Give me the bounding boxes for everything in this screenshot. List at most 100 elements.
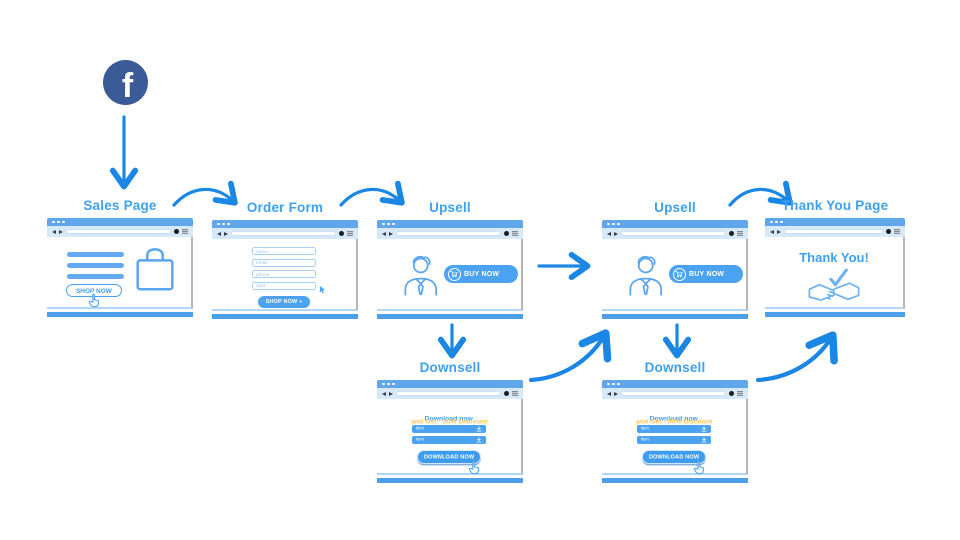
page-title: Downsell bbox=[419, 360, 481, 375]
address-bar[interactable] bbox=[396, 390, 501, 397]
browser-window-sales: SHOP NOW bbox=[47, 218, 193, 317]
window-titlebar bbox=[212, 220, 358, 228]
menu-icon[interactable] bbox=[347, 230, 353, 237]
page-content: Download now and Get - 30% Discount item… bbox=[602, 399, 748, 475]
window-dots-icon bbox=[770, 220, 773, 224]
window-titlebar bbox=[602, 380, 748, 388]
text-placeholder-lines bbox=[67, 252, 124, 285]
download-items: item item bbox=[377, 425, 521, 444]
step-downsell-1: Downsell Download now and Get - 30% Disc… bbox=[377, 360, 523, 483]
download-item-row[interactable]: item bbox=[637, 425, 711, 433]
window-titlebar bbox=[47, 218, 193, 226]
download-items: item item bbox=[602, 425, 746, 444]
download-now-button[interactable]: DOWNLOAD NOW bbox=[642, 449, 706, 464]
page-title: Order Form bbox=[246, 200, 324, 215]
menu-icon[interactable] bbox=[182, 228, 188, 235]
facebook-icon[interactable]: f bbox=[103, 60, 148, 105]
page-title: Upsell bbox=[654, 200, 696, 215]
page-title: Upsell bbox=[429, 200, 471, 215]
order-fields: name email phone card bbox=[212, 239, 356, 290]
customer-icon bbox=[404, 255, 438, 296]
arrow-downsell1-to-upsell2 bbox=[528, 329, 612, 383]
page-content: Download now and Get - 30% Discount item… bbox=[377, 399, 523, 475]
address-bar[interactable] bbox=[66, 228, 171, 235]
page-content: BUY NOW bbox=[377, 239, 523, 311]
download-icon bbox=[476, 436, 482, 443]
page-footer bbox=[602, 478, 748, 483]
browser-window-order: name email phone card SHOP NOW » bbox=[212, 220, 358, 319]
profile-dot-icon bbox=[504, 231, 509, 236]
download-item-row[interactable]: item bbox=[412, 436, 486, 444]
page-title: Thank You Page bbox=[781, 198, 889, 213]
browser-toolbar bbox=[765, 226, 905, 237]
step-upsell-1: Upsell bbox=[377, 200, 523, 319]
customer-icon bbox=[629, 255, 663, 296]
back-icon[interactable] bbox=[52, 229, 56, 234]
back-icon[interactable] bbox=[770, 229, 774, 234]
phone-field[interactable]: phone bbox=[252, 270, 316, 278]
step-sales-page: Sales Page bbox=[47, 198, 193, 317]
browser-toolbar bbox=[377, 388, 523, 399]
address-bar[interactable] bbox=[784, 228, 883, 235]
shopping-bag-icon bbox=[136, 248, 174, 291]
profile-dot-icon bbox=[729, 391, 734, 396]
step-thank-you: Thank You Page Thank You! bbox=[765, 198, 905, 317]
back-icon[interactable] bbox=[382, 391, 386, 396]
download-item-row[interactable]: item bbox=[412, 425, 486, 433]
browser-window-upsell-1: BUY NOW bbox=[377, 220, 523, 319]
download-icon bbox=[701, 425, 707, 432]
download-icon bbox=[701, 436, 707, 443]
address-bar[interactable] bbox=[231, 230, 336, 237]
browser-toolbar bbox=[47, 226, 193, 237]
menu-icon[interactable] bbox=[512, 390, 518, 397]
hand-cursor-icon bbox=[88, 293, 100, 308]
page-content: BUY NOW bbox=[602, 239, 748, 311]
download-icon bbox=[476, 425, 482, 432]
browser-window-downsell-1: Download now and Get - 30% Discount item… bbox=[377, 380, 523, 483]
profile-dot-icon bbox=[504, 391, 509, 396]
name-field[interactable]: name bbox=[252, 247, 316, 255]
forward-icon[interactable] bbox=[224, 231, 228, 236]
forward-icon[interactable] bbox=[59, 229, 63, 234]
email-field[interactable]: email bbox=[252, 258, 316, 267]
profile-dot-icon bbox=[729, 231, 734, 236]
forward-icon[interactable] bbox=[777, 229, 781, 234]
buy-now-button[interactable]: BUY NOW bbox=[669, 265, 743, 283]
download-now-button[interactable]: DOWNLOAD NOW bbox=[417, 449, 481, 464]
profile-dot-icon bbox=[886, 229, 891, 234]
menu-icon[interactable] bbox=[737, 390, 743, 397]
browser-toolbar bbox=[602, 228, 748, 239]
address-bar[interactable] bbox=[621, 230, 726, 237]
forward-icon[interactable] bbox=[614, 391, 618, 396]
page-content: SHOP NOW bbox=[47, 237, 193, 309]
page-footer bbox=[765, 312, 905, 317]
back-icon[interactable] bbox=[382, 231, 386, 236]
browser-window-thankyou: Thank You! bbox=[765, 218, 905, 317]
arrow-pointer-icon bbox=[319, 285, 325, 294]
back-icon[interactable] bbox=[607, 231, 611, 236]
address-bar[interactable] bbox=[396, 230, 501, 237]
download-item-row[interactable]: item bbox=[637, 436, 711, 444]
profile-dot-icon bbox=[339, 231, 344, 236]
forward-icon[interactable] bbox=[389, 391, 393, 396]
buy-now-button[interactable]: BUY NOW bbox=[444, 265, 518, 283]
address-bar[interactable] bbox=[621, 390, 726, 397]
cart-icon bbox=[448, 267, 461, 281]
menu-icon[interactable] bbox=[737, 230, 743, 237]
page-title: Sales Page bbox=[83, 198, 157, 213]
back-icon[interactable] bbox=[217, 231, 221, 236]
step-upsell-2: Upsell bbox=[602, 200, 748, 319]
forward-icon[interactable] bbox=[614, 231, 618, 236]
back-icon[interactable] bbox=[607, 391, 611, 396]
hand-cursor-icon bbox=[693, 460, 705, 475]
window-dots-icon bbox=[607, 382, 610, 386]
window-titlebar bbox=[602, 220, 748, 228]
page-content: name email phone card SHOP NOW » bbox=[212, 239, 358, 311]
window-dots-icon bbox=[217, 222, 220, 226]
forward-icon[interactable] bbox=[389, 231, 393, 236]
card-field[interactable]: card bbox=[252, 281, 316, 290]
menu-icon[interactable] bbox=[512, 230, 518, 237]
page-footer bbox=[47, 312, 193, 317]
menu-icon[interactable] bbox=[894, 228, 900, 235]
shop-now-button[interactable]: SHOP NOW » bbox=[258, 295, 310, 308]
